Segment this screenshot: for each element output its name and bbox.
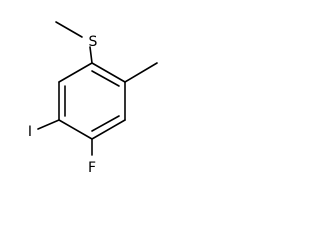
ring-double-bond-c3-c4: [91, 115, 120, 132]
sulfur-atom-label: S: [89, 34, 98, 50]
ring-bond-c6-c1: [58, 62, 93, 83]
ring-bond-c1-c2: [91, 62, 126, 83]
ring-bond-c3-c4: [91, 119, 126, 140]
bond-s-methyl: [55, 21, 83, 38]
fluorine-atom-label: F: [88, 160, 96, 176]
chemical-structure-diagram: S I F: [28, 21, 158, 176]
structure-canvas: S I F: [28, 21, 158, 176]
ring-bond-c4-c5: [58, 119, 93, 140]
bond-c5-i: [37, 119, 60, 130]
iodine-atom-label: I: [28, 124, 32, 140]
bond-c1-s: [89, 46, 93, 64]
ring-double-bond-c1-c2: [91, 70, 120, 87]
bond-c2-methyl: [124, 62, 158, 83]
